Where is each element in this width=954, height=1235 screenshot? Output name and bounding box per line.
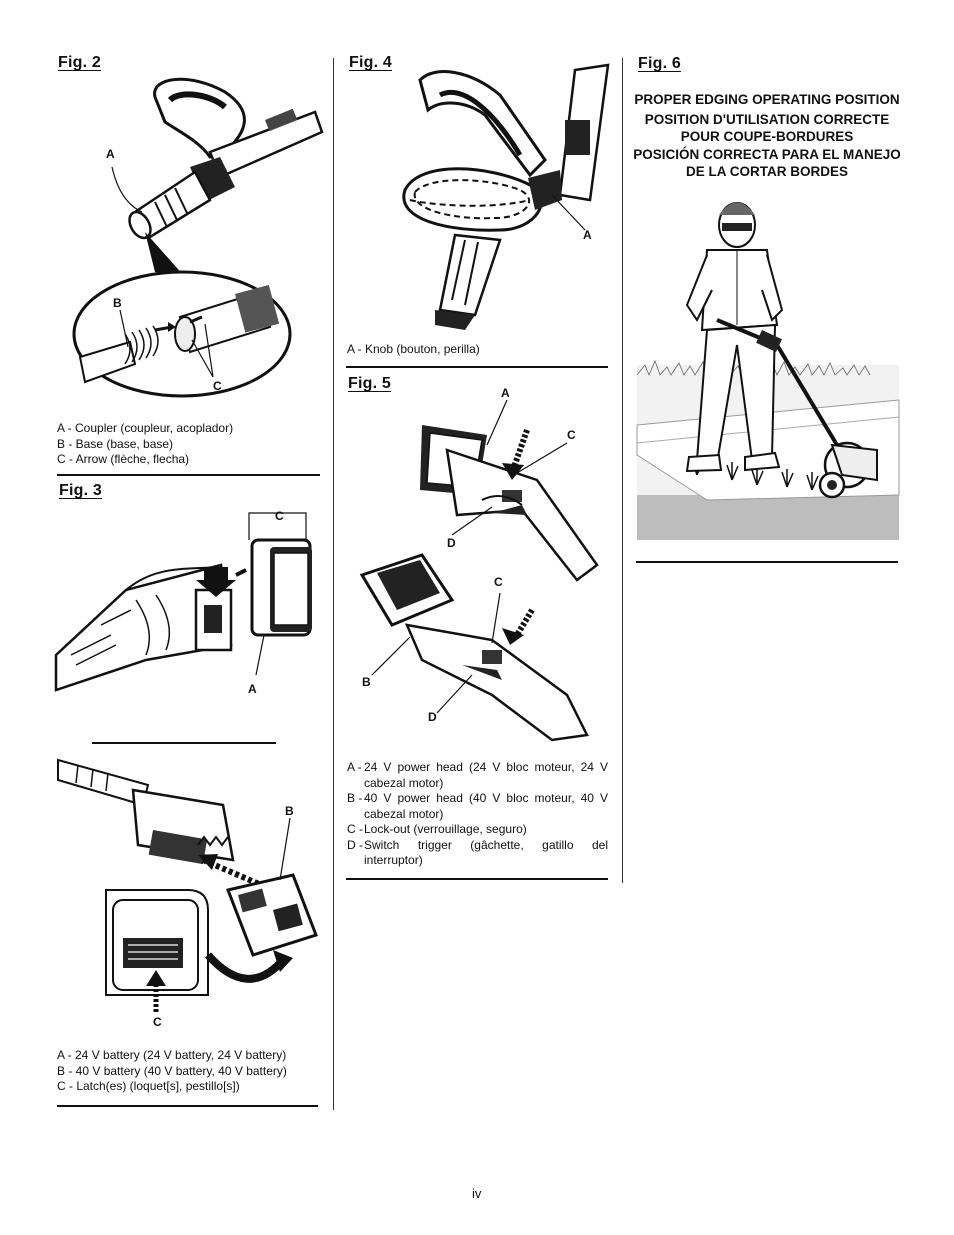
fig2-legend-c: C - Arrow (flèche, flecha) [57,452,190,466]
fig5-bottom-rule [346,878,608,880]
fig3-callout-a: A [248,682,257,696]
fig5-title: Fig. 5 [348,375,391,392]
fig3-legend: A - 24 V battery (24 V battery, 24 V bat… [57,1048,287,1095]
fig3-mid-rule [92,742,276,744]
fig2-illustration [72,77,324,398]
fig5-legend-b: B -40 V power head (40 V bloc moteur, 40… [347,791,608,821]
fig5-callout-d-bottom: D [428,710,437,724]
fig5-illustration [359,399,599,742]
fig5-callout-a: A [501,386,510,400]
fig6-heading-es-2: DE LA CORTAR BORDES [686,164,848,179]
fig3-title: Fig. 3 [59,482,102,499]
fig2-callout-b: B [113,296,122,310]
fig2-legend-a: A - Coupler (coupleur, acoplador) [57,421,234,435]
fig5-callout-c-bottom: C [494,575,503,589]
fig4-legend: A - Knob (bouton, perilla) [347,342,480,358]
fig2-callout-a: A [106,147,115,161]
fig4-legend-a: A - Knob (bouton, perilla) [347,342,480,356]
fig3-bottom-rule [57,1105,318,1107]
fig6-illustration [636,202,900,540]
fig6-heading-es-1: POSICIÓN CORRECTA PARA EL MANEJO [633,146,901,162]
fig3-legend-a: A - 24 V battery (24 V battery, 24 V bat… [57,1048,287,1062]
fig6-heading-fr-1: POSITION D'UTILISATION CORRECTE [644,111,890,127]
fig4-bottom-rule [346,366,608,368]
fig3-callout-c-bottom: C [153,1015,162,1029]
fig5-callout-d-top: D [447,536,456,550]
fig3-illustration-bottom [57,758,318,1012]
fig5-legend-a: A -24 V power head (24 V bloc moteur, 24… [347,760,608,790]
column-divider-right [622,58,623,883]
fig6-heading: PROPER EDGING OPERATING POSITION POSITIO… [627,91,907,181]
column-divider-left [333,58,334,1110]
fig2-callout-c: C [213,379,222,393]
fig6-heading-fr-2: POUR COUPE-BORDURES [680,129,854,144]
fig4-callout-a: A [583,228,592,242]
fig2-legend-b: B - Base (base, base) [57,436,174,451]
fig2-title: Fig. 2 [58,54,101,71]
fig5-callout-b: B [362,675,371,689]
fig5-legend: A -24 V power head (24 V bloc moteur, 24… [347,760,608,869]
fig3-legend-b: B - 40 V battery (40 V battery, 40 V bat… [57,1063,287,1078]
fig5-legend-d: D -Switch trigger (gâchette, gatillo del… [347,837,608,868]
fig4-title: Fig. 4 [349,54,392,71]
fig3-callout-c-top: C [275,509,284,523]
fig6-bottom-rule [636,561,898,563]
fig6-title: Fig. 6 [638,55,681,72]
fig2-bottom-rule [57,474,320,476]
fig4-illustration [402,63,610,330]
fig6-heading-en: PROPER EDGING OPERATING POSITION [634,92,900,107]
fig5-callout-c-top: C [567,428,576,442]
fig3-legend-c: C - Latch(es) (loquet[s], pestillo[s]) [57,1079,240,1093]
fig3-callout-b: B [285,804,294,818]
fig2-legend: A - Coupler (coupleur, acoplador) B - Ba… [57,421,233,468]
page-number: iv [472,1186,482,1201]
fig3-illustration-top [54,512,312,692]
fig5-legend-c: C -Lock-out (verrouillage, seguro) [347,822,527,836]
